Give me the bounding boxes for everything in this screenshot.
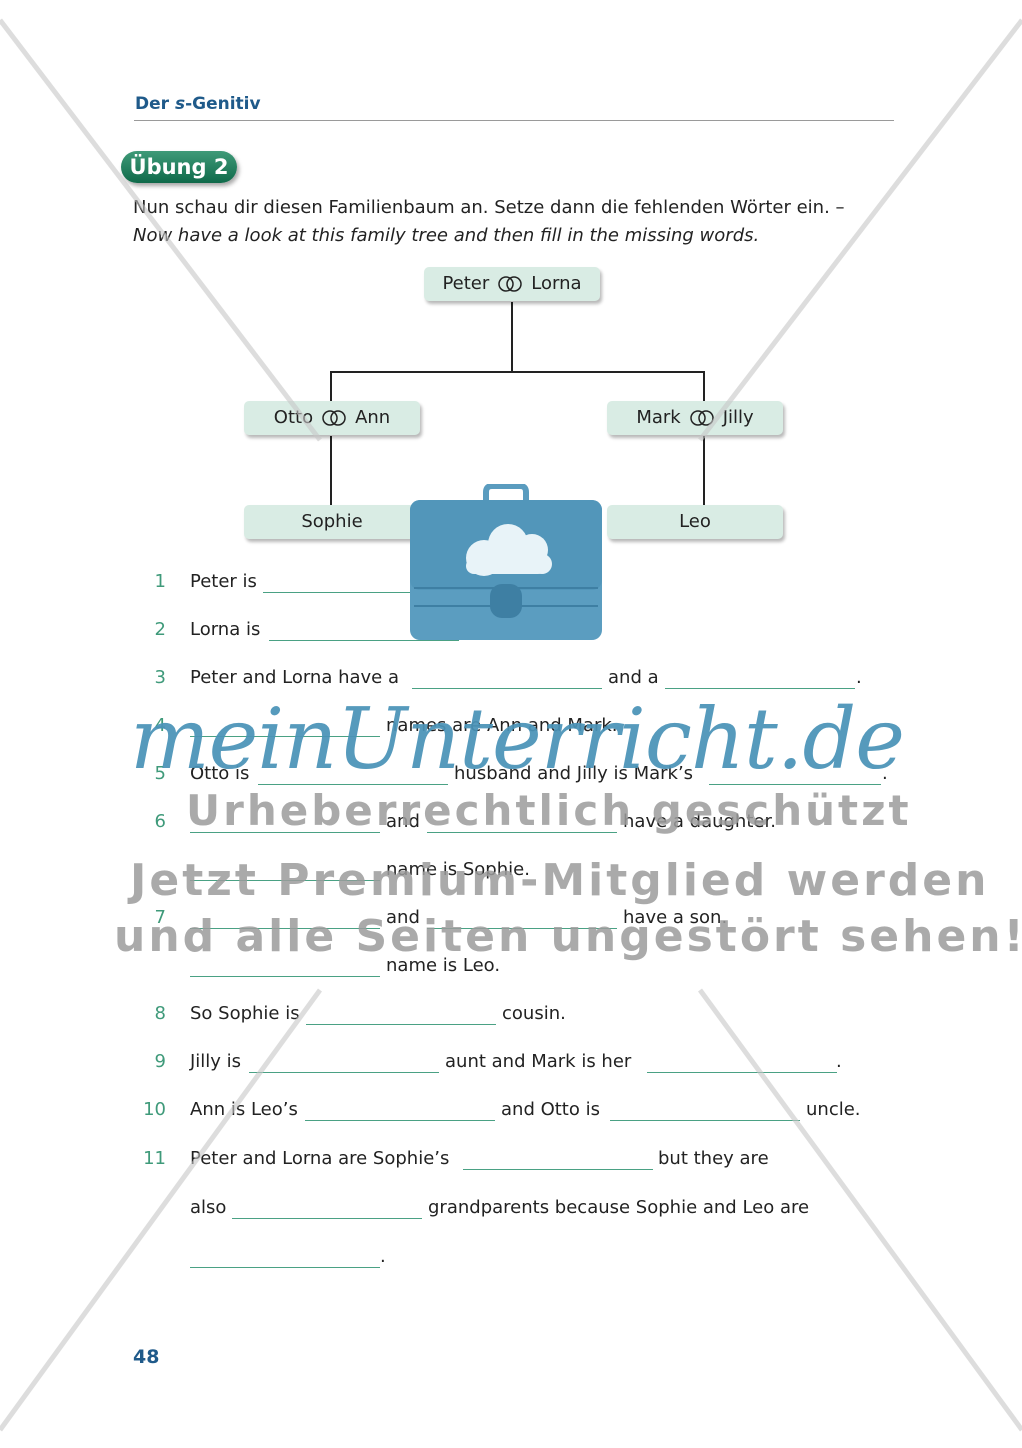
- item-text: grandparents because Sophie and Leo are: [428, 1197, 810, 1218]
- answer-blank[interactable]: [709, 784, 881, 785]
- answer-blank[interactable]: [412, 688, 602, 689]
- item-text: .: [836, 1051, 842, 1072]
- page-header-title: Der s-Genitiv: [135, 94, 261, 114]
- node-name: Mark: [636, 407, 681, 428]
- page-number: 48: [133, 1346, 160, 1368]
- answer-blank[interactable]: [306, 1024, 496, 1025]
- interlocking-rings-icon: [498, 276, 523, 292]
- header-divider: [134, 120, 894, 121]
- item-text: and: [386, 811, 420, 832]
- item-text: but they are: [658, 1148, 769, 1169]
- answer-blank[interactable]: [305, 1120, 495, 1121]
- item-text: aunt and Mark is her: [445, 1051, 632, 1072]
- tree-connector: [330, 371, 332, 401]
- item-number: 7: [154, 907, 166, 928]
- item-number: 11: [143, 1148, 166, 1169]
- tree-connector: [330, 436, 332, 506]
- item-text: wife.: [464, 619, 507, 640]
- item-text: husband and Jilly is Mark’s: [454, 763, 694, 784]
- item-text: So Sophie is: [190, 1003, 300, 1024]
- tree-connector: [703, 371, 705, 401]
- node-name: Jilly: [722, 407, 754, 428]
- answer-blank[interactable]: [463, 1169, 653, 1170]
- item-text: Peter and Lorna have a: [190, 667, 400, 688]
- answer-blank[interactable]: [190, 1267, 380, 1268]
- answer-blank[interactable]: [249, 1072, 439, 1073]
- answer-blank[interactable]: [258, 784, 448, 785]
- instruction-german: Nun schau dir diesen Familienbaum an. Se…: [133, 197, 845, 218]
- answer-blank[interactable]: [427, 832, 617, 833]
- answer-blank[interactable]: [269, 640, 459, 641]
- tree-node-couple-left: Otto Ann: [244, 401, 420, 435]
- interlocking-rings-icon: [689, 410, 714, 426]
- item-text: uncle.: [806, 1099, 861, 1120]
- item-text: cousin.: [502, 1003, 566, 1024]
- item-number: 3: [154, 667, 166, 688]
- item-number: 1: [154, 571, 166, 592]
- item-number: 10: [143, 1099, 166, 1120]
- answer-blank[interactable]: [647, 1072, 837, 1073]
- answer-blank[interactable]: [263, 592, 453, 593]
- instruction-english: Now have a look at this family tree and …: [133, 225, 760, 246]
- answer-blank[interactable]: [190, 976, 380, 977]
- item-text: also: [190, 1197, 227, 1218]
- answer-blank[interactable]: [190, 832, 380, 833]
- watermark-copyright: Urheberrechtlich geschützt: [186, 786, 912, 835]
- item-number: 8: [154, 1003, 166, 1024]
- tree-node-child-left: Sophie: [244, 505, 420, 539]
- watermark-see-pages-line: und alle Seiten ungestört sehen!: [114, 911, 1022, 962]
- answer-blank[interactable]: [190, 928, 380, 929]
- node-name: Peter: [442, 273, 490, 294]
- answer-blank[interactable]: [190, 880, 380, 881]
- item-text: have a son.: [623, 907, 728, 928]
- item-text: and Otto is: [501, 1099, 600, 1120]
- item-text: Peter is: [190, 571, 257, 592]
- answer-blank[interactable]: [665, 688, 855, 689]
- node-name: Lorna: [531, 273, 582, 294]
- item-text: .: [882, 763, 888, 784]
- tree-connector: [511, 302, 513, 372]
- tree-node-couple-right: Mark Jilly: [607, 401, 783, 435]
- item-text: husband.: [460, 571, 544, 592]
- item-text: names are Ann and Mark.: [386, 715, 618, 736]
- interlocking-rings-icon: [322, 410, 346, 426]
- watermark-brand: meinUnterricht.de: [130, 690, 905, 788]
- watermark-premium-line: Jetzt Premium-Mitglied werden: [130, 855, 990, 906]
- item-text: Peter and Lorna are Sophie’s: [190, 1148, 450, 1169]
- item-text: name is Leo.: [386, 955, 501, 976]
- item-text: and: [386, 907, 420, 928]
- item-text: Jilly is: [190, 1051, 242, 1072]
- exercise-badge: Übung 2: [121, 151, 237, 183]
- answer-blank[interactable]: [427, 928, 617, 929]
- tree-node-child-right: Leo: [607, 505, 783, 539]
- item-number: 6: [154, 811, 166, 832]
- item-text: Otto is: [190, 763, 250, 784]
- answer-blank[interactable]: [610, 1120, 800, 1121]
- tree-connector: [703, 436, 705, 506]
- item-number: 5: [154, 763, 166, 784]
- item-text: Lorna is: [190, 619, 261, 640]
- answer-blank[interactable]: [232, 1218, 422, 1219]
- tree-node-grandparents: Peter Lorna: [424, 267, 600, 301]
- item-text: have a daughter.: [623, 811, 776, 832]
- node-name: Ann: [355, 407, 391, 428]
- item-text: Ann is Leo’s: [190, 1099, 298, 1120]
- item-number: 9: [154, 1051, 166, 1072]
- item-text: .: [856, 667, 862, 688]
- item-number: 4: [154, 715, 166, 736]
- answer-blank[interactable]: [190, 736, 380, 737]
- node-name: Otto: [273, 407, 314, 428]
- item-text: and a: [608, 667, 659, 688]
- item-text: .: [380, 1246, 386, 1267]
- item-text: name is Sophie.: [386, 859, 530, 880]
- tree-connector: [330, 371, 705, 373]
- item-number: 2: [154, 619, 166, 640]
